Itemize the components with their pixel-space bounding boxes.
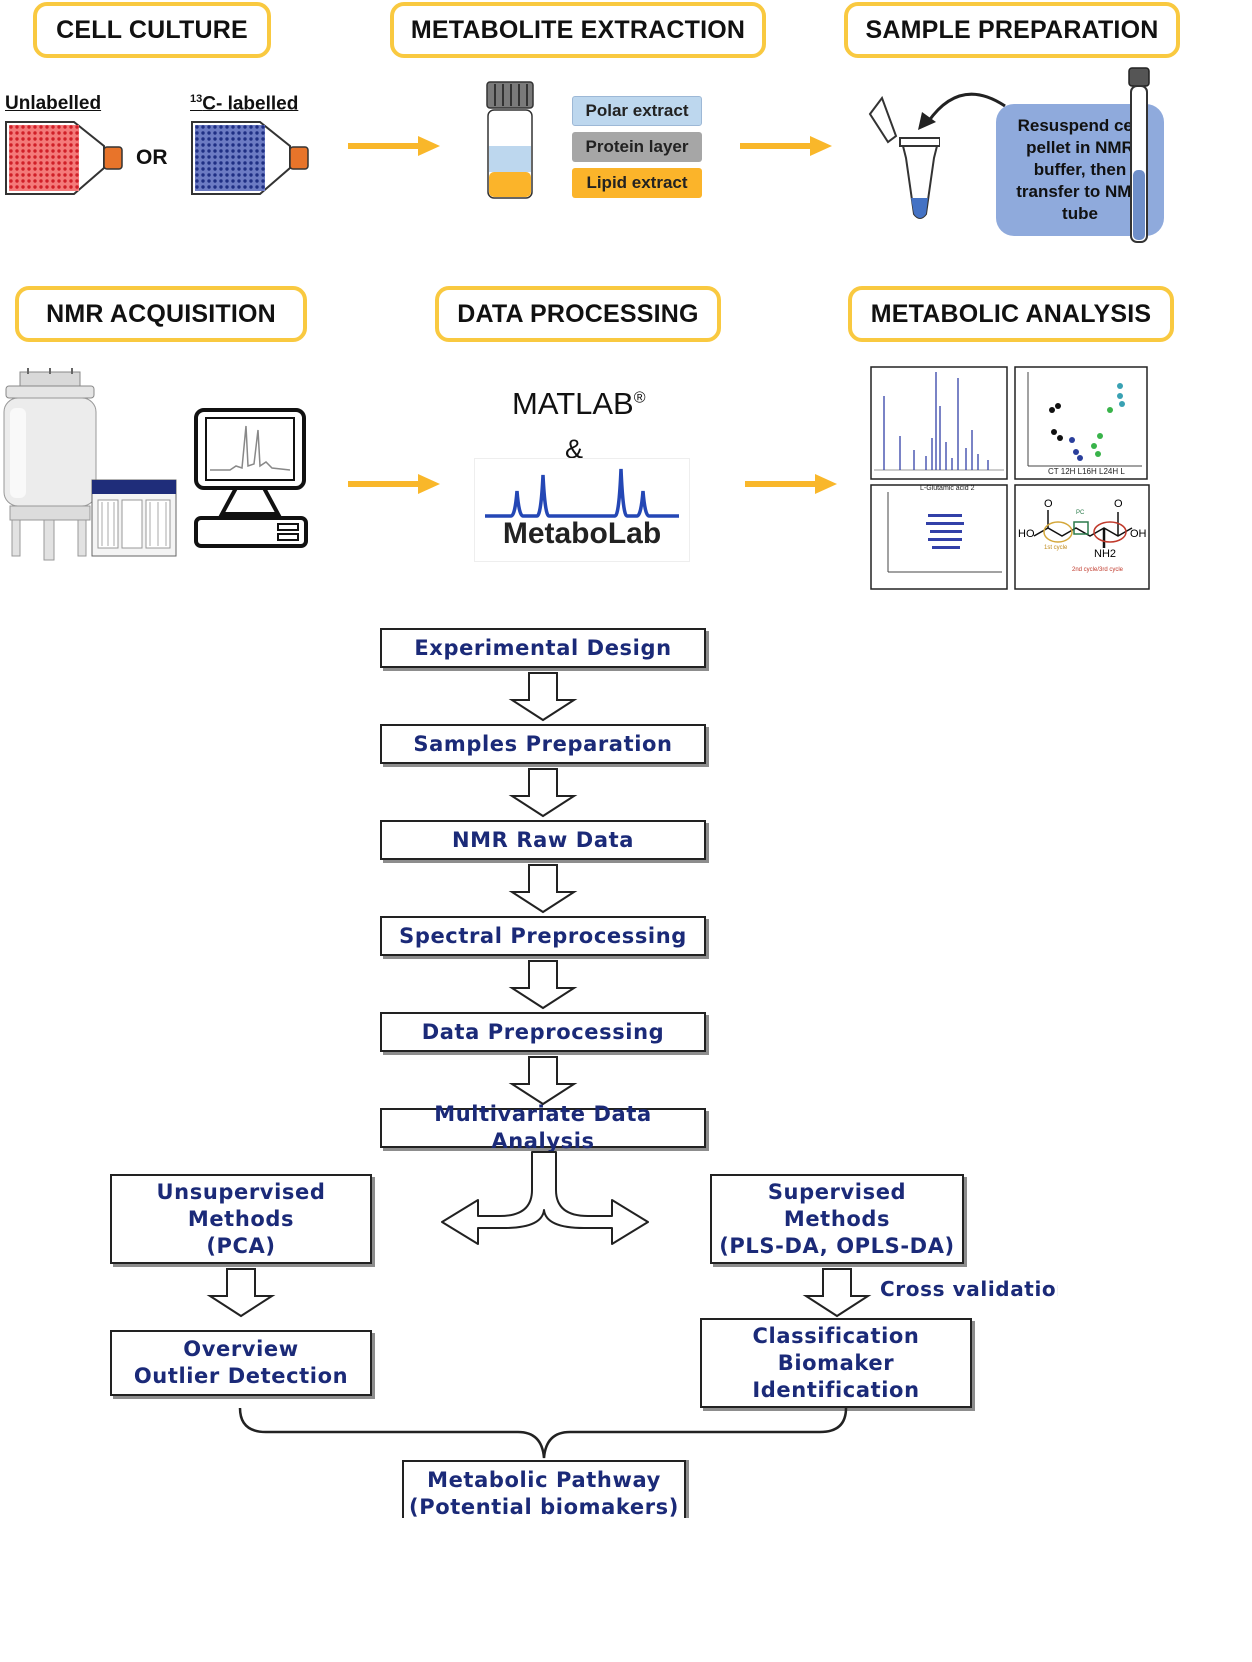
eppendorf-tube-icon [868,96,940,219]
metabolab-spectrum-icon [485,468,679,518]
classification-biomarker: Classification Biomaker Identification [700,1318,972,1408]
structure-pc: PC [1076,510,1085,516]
labelled-superscript: 13 [190,93,203,105]
overview-outlier-detection: Overview Outlier Detection [110,1330,372,1396]
stage-data-processing: DATA PROCESSING [435,286,721,342]
step-experimental-design: Experimental Design [380,628,706,668]
down-arrow-icon [508,864,578,914]
down-arrow-icon [508,1056,578,1106]
spectrum-panel [870,366,1008,480]
structure-oh: OH [1130,528,1147,540]
step-multivariate-analysis: Multivariate Data Analysis [380,1102,706,1153]
or-label: OR [136,146,168,169]
unlabelled-label: Unlabelled [5,93,102,114]
down-arrow-icon [206,1268,276,1318]
metabolab-text: MetaboLab [502,517,662,550]
extraction-vial-icon [486,81,534,199]
stage-sample-preparation: SAMPLE PREPARATION [844,2,1180,58]
structure-o2: O [1114,498,1123,510]
curved-arrow-icon [918,92,1006,130]
unsupervised-methods: Unsupervised Methods (PCA) [110,1174,372,1264]
structure-nh2: NH2 [1094,548,1117,560]
hsqc-panel [870,484,1008,590]
unsupervised-methods-label: Unsupervised Methods (PCA) [156,1179,326,1258]
stage-metabolite-extraction: METABOLITE EXTRACTION [390,2,766,58]
step-spectral-preprocessing-label: Spectral Preprocessing [399,923,687,948]
labelled-flask [191,121,309,195]
step-data-preprocessing: Data Preprocessing [380,1012,706,1052]
step-samples-preparation-label: Samples Preparation [413,731,673,756]
arrow-right-icon [740,136,832,156]
classification-biomarker-label: Classification Biomaker Identification [752,1323,920,1402]
ampersand-label: & [565,434,584,464]
arrow-right-icon [745,474,837,494]
labelled-text: C- labelled [202,93,299,115]
labelled-label: 13C- labelled [190,93,298,115]
step-experimental-design-label: Experimental Design [414,635,672,660]
step-nmr-raw-data: NMR Raw Data [380,820,706,860]
metabolic-pathway: Metabolic Pathway (Potential biomakers) [402,1460,686,1519]
matlab-text: MATLAB [512,386,634,421]
unlabelled-flask [5,121,123,195]
supervised-methods: Supervised Methods (PLS-DA, OPLS-DA) [710,1174,964,1264]
down-arrow-icon [508,672,578,722]
scatter-panel [1014,366,1148,480]
arrow-right-icon [348,474,440,494]
computer-icon [194,408,308,548]
merge-brace [238,1407,848,1459]
matlab-label: MATLAB® [512,386,646,422]
cross-validation-label: Cross validation [880,1277,1058,1301]
polar-extract-label: Polar extract [572,96,702,126]
lipid-extract-label: Lipid extract [572,168,702,198]
step-nmr-raw-data-label: NMR Raw Data [451,827,635,852]
stage-metabolic-analysis: METABOLIC ANALYSIS [848,286,1174,342]
cycle23-label: 2nd cycle/3rd cycle [1072,567,1124,573]
cycle1-label: 1st cycle [1044,545,1068,551]
structure-panel [1014,484,1150,590]
nmr-tube-icon [1128,67,1150,243]
step-spectral-preprocessing: Spectral Preprocessing [380,916,706,956]
stage-cell-culture: CELL CULTURE [33,2,271,58]
stage-nmr-acquisition: NMR ACQUISITION [15,286,307,342]
hsqc-title: L-Glutamic acid 2 [920,485,975,492]
split-arrow-icon [441,1151,649,1245]
resuspend-note-text: Resuspend cell pellet in NMR buffer, the… [1016,116,1144,223]
scatter-axis-label: CT 12H L16H L24H L [1048,467,1125,476]
structure-ho: HO [1018,528,1035,540]
supervised-methods-label: Supervised Methods (PLS-DA, OPLS-DA) [719,1179,955,1258]
step-data-preprocessing-label: Data Preprocessing [421,1019,665,1044]
metabolab-logo: MetaboLab [474,458,690,562]
structure-o1: O [1044,498,1053,510]
nmr-spectrometer-icon [3,368,177,561]
step-samples-preparation: Samples Preparation [380,724,706,764]
step-multivariate-analysis-label: Multivariate Data Analysis [434,1102,652,1153]
protein-layer-label: Protein layer [572,132,702,162]
overview-outlier-detection-label: Overview Outlier Detection [133,1337,349,1388]
metabolic-pathway-label: Metabolic Pathway (Potential biomakers) [409,1468,679,1519]
down-arrow-icon [802,1268,872,1318]
arrow-right-icon [348,136,440,156]
down-arrow-icon [508,960,578,1010]
down-arrow-icon [508,768,578,818]
registered-mark: ® [633,389,646,407]
